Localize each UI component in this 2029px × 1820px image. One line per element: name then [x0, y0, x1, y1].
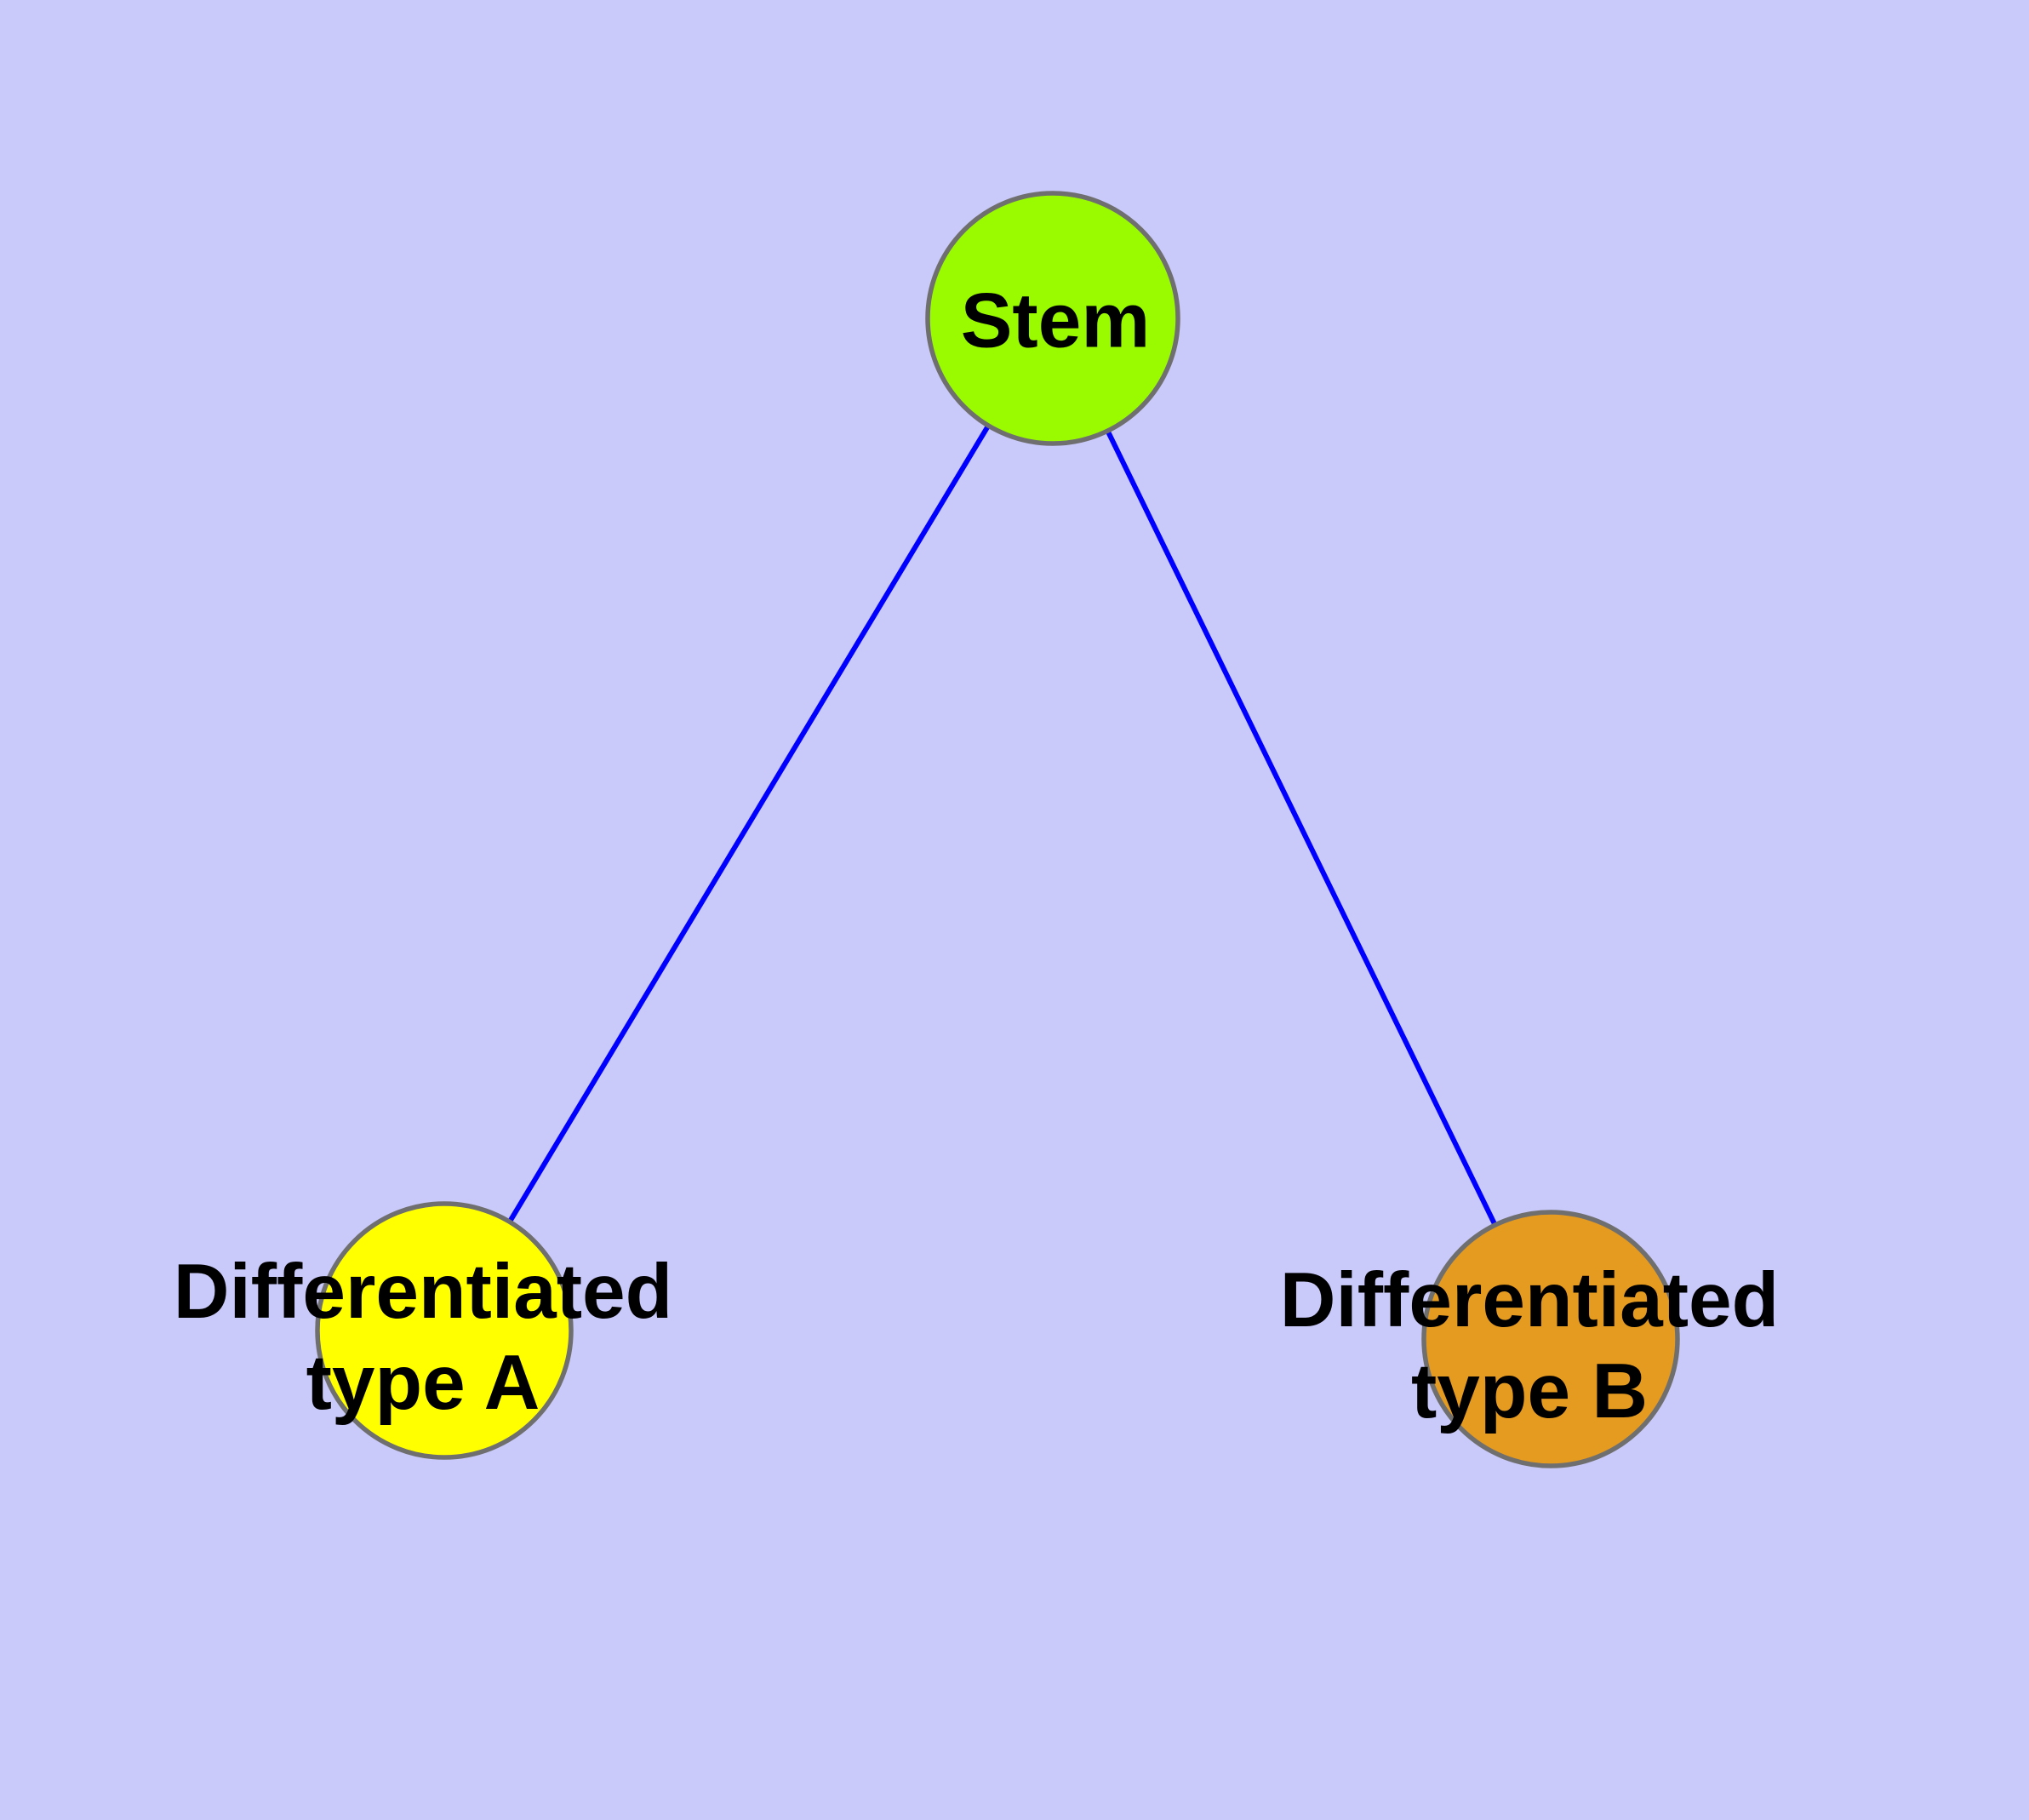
edge-stem-to-type-b: [1050, 317, 1553, 1341]
node-circle-type-b: [1421, 1210, 1680, 1468]
edge-stem-to-type-a: [442, 317, 1055, 1332]
node-circle-stem: [925, 191, 1180, 446]
node-circle-type-a: [315, 1201, 574, 1460]
